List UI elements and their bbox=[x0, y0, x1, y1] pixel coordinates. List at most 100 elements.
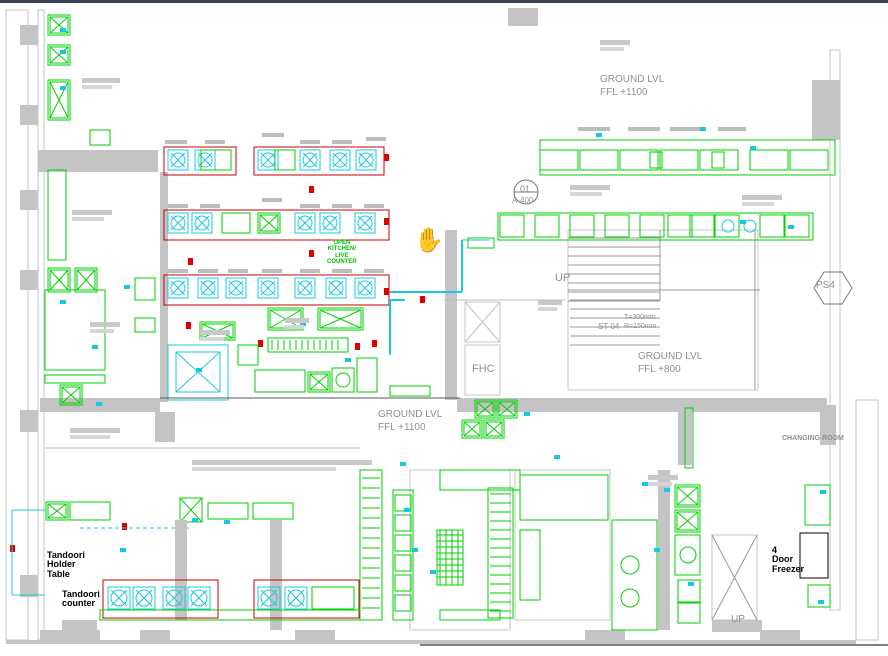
tag-r3-4 bbox=[262, 269, 282, 273]
burner-r3-4-ring bbox=[297, 280, 313, 296]
tag-r1-6 bbox=[366, 137, 386, 141]
ffl-label-stair: FFL +800 bbox=[638, 364, 681, 375]
pastry-unit-6 bbox=[789, 149, 829, 171]
sink-sw2 bbox=[134, 317, 156, 333]
cold-room-small bbox=[167, 344, 229, 401]
burner-r3-6-ring bbox=[357, 280, 373, 296]
washing-area bbox=[611, 519, 658, 631]
floor-drain-1-cross-b bbox=[476, 401, 494, 417]
cyan-marker-3 bbox=[60, 300, 66, 304]
burner-r2b-2-ring bbox=[357, 215, 373, 231]
bench-c bbox=[317, 307, 364, 331]
burner-r1b-3-x2 bbox=[358, 152, 374, 168]
cyan-marker-18 bbox=[554, 455, 560, 459]
tandoor-sink-x2 bbox=[179, 497, 203, 523]
tandoor-sink bbox=[179, 497, 203, 523]
hand-cursor-icon: ✋ bbox=[414, 226, 444, 254]
west-wall-outer bbox=[5, 9, 29, 641]
tag-pastry-3 bbox=[670, 127, 702, 131]
sink-nw bbox=[47, 14, 71, 36]
burner-r2b-1-ring bbox=[322, 215, 338, 231]
cyan-marker-14 bbox=[404, 508, 410, 512]
cyan-marker-27 bbox=[740, 220, 746, 224]
cyan-marker-20 bbox=[664, 488, 670, 492]
prep-room-base bbox=[439, 609, 501, 621]
cyan-marker-26 bbox=[596, 133, 602, 137]
cyan-marker-8 bbox=[300, 322, 306, 326]
tag-r2-3 bbox=[262, 198, 282, 202]
tandoori-counter-label: Tandoori counter bbox=[62, 589, 100, 609]
burner-r1b-2-x2 bbox=[332, 152, 348, 168]
wall-band-mid bbox=[457, 398, 827, 412]
sink-sw bbox=[134, 277, 156, 301]
hood-row1-left bbox=[163, 146, 237, 176]
burner-r1b-3-ring bbox=[358, 152, 374, 168]
small-tap-nw bbox=[89, 129, 111, 146]
tag-r1-1 bbox=[165, 140, 187, 144]
burner-r1b-1-x2 bbox=[302, 152, 318, 168]
stair-bench bbox=[389, 385, 431, 397]
burner-r1a-0-x2 bbox=[170, 152, 186, 168]
tag-r1-5 bbox=[332, 140, 352, 144]
rack-east bbox=[487, 487, 514, 619]
burner-r2a-1-ring bbox=[194, 215, 210, 231]
tandoor-burner-3-ring bbox=[190, 589, 208, 607]
ghost-note-6 bbox=[742, 195, 782, 200]
cyan-marker-1 bbox=[60, 50, 66, 54]
base-slab-4 bbox=[585, 630, 625, 640]
sink-w2-cross-b bbox=[49, 46, 69, 64]
prep-unit-2 bbox=[569, 214, 595, 238]
cyan-tag-pastry bbox=[700, 127, 706, 131]
cyan-marker-29 bbox=[96, 402, 102, 406]
floor-drain-2 bbox=[496, 399, 518, 419]
stair-side-bench bbox=[467, 237, 495, 249]
duct-marker-6 bbox=[384, 288, 389, 295]
burner-r2b-0-x2 bbox=[297, 215, 313, 231]
tandoori-holder-table-label: Tandoori Holder Table bbox=[47, 550, 85, 579]
sink-mid bbox=[237, 344, 259, 366]
burner-r2a-0 bbox=[167, 212, 189, 234]
tag-r2-5 bbox=[332, 204, 352, 208]
prep-unit-1 bbox=[534, 214, 560, 238]
worktable-grid bbox=[436, 529, 464, 586]
sink-nw-inner bbox=[49, 16, 69, 34]
holder-box-cross-b bbox=[47, 503, 67, 519]
lift-x2 bbox=[464, 301, 501, 343]
dishwasher-b bbox=[307, 371, 331, 393]
tag-r3-3 bbox=[228, 269, 248, 273]
ghost-note-b-7 bbox=[192, 467, 336, 471]
prep-unit-4 bbox=[639, 214, 665, 238]
pastry-unit-3 bbox=[659, 149, 699, 171]
stair-riser-note: R=150mm bbox=[624, 323, 657, 330]
duct-marker-5 bbox=[188, 258, 193, 265]
ghost-note-1 bbox=[72, 210, 112, 215]
stair-core bbox=[567, 229, 759, 391]
bench-lower-b bbox=[252, 502, 294, 520]
burner-r3-4 bbox=[294, 277, 316, 299]
counter-bench bbox=[311, 586, 355, 610]
burner-r1b-2 bbox=[329, 149, 351, 171]
sink-w3 bbox=[47, 79, 71, 121]
duct-marker-13 bbox=[122, 523, 127, 530]
column-w1 bbox=[20, 105, 38, 125]
ghost-note-b-6 bbox=[742, 202, 774, 206]
tandoor-burner-0 bbox=[107, 586, 131, 610]
cyan-marker-11 bbox=[192, 518, 198, 522]
tag-r3-1 bbox=[168, 269, 188, 273]
wash-counter bbox=[44, 374, 106, 384]
tandoor-burner-0-x2 bbox=[110, 589, 128, 607]
counter-burner-1-x2 bbox=[287, 589, 305, 607]
burner-r3-2 bbox=[225, 277, 247, 299]
floor-drain-west-inner bbox=[61, 386, 81, 404]
stair-tag: ST-04 bbox=[598, 322, 620, 331]
pass-counter bbox=[267, 337, 349, 353]
pastry-sink bbox=[649, 151, 663, 169]
counter-burner-0-ring bbox=[260, 589, 278, 607]
ghost-note-2 bbox=[90, 322, 120, 327]
bench-c-inner bbox=[319, 309, 362, 329]
duct-marker-8 bbox=[258, 340, 263, 347]
level-label-center: GROUND LVL bbox=[378, 409, 443, 420]
wok-r1 bbox=[274, 149, 296, 171]
